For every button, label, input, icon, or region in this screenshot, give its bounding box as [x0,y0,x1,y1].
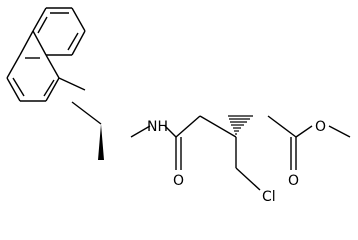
carbonyl-oxygen-label: O [173,173,184,189]
chlorine-label: Cl [262,189,276,205]
chiral-center-bonds [0,0,59,101]
nh-label: NH [147,119,168,135]
structure-diagram: NH O O O Cl [0,0,351,205]
hashed-wedge-bond [228,115,253,135]
chiral-carbon-bonds [71,101,102,125]
naphthalene-ring [6,7,86,102]
wedge-bond-methyl [98,124,104,160]
side-chain-bonds [58,77,351,191]
ester-carbonyl-oxygen-label: O [288,173,299,189]
ester-oxygen-label: O [315,119,326,135]
